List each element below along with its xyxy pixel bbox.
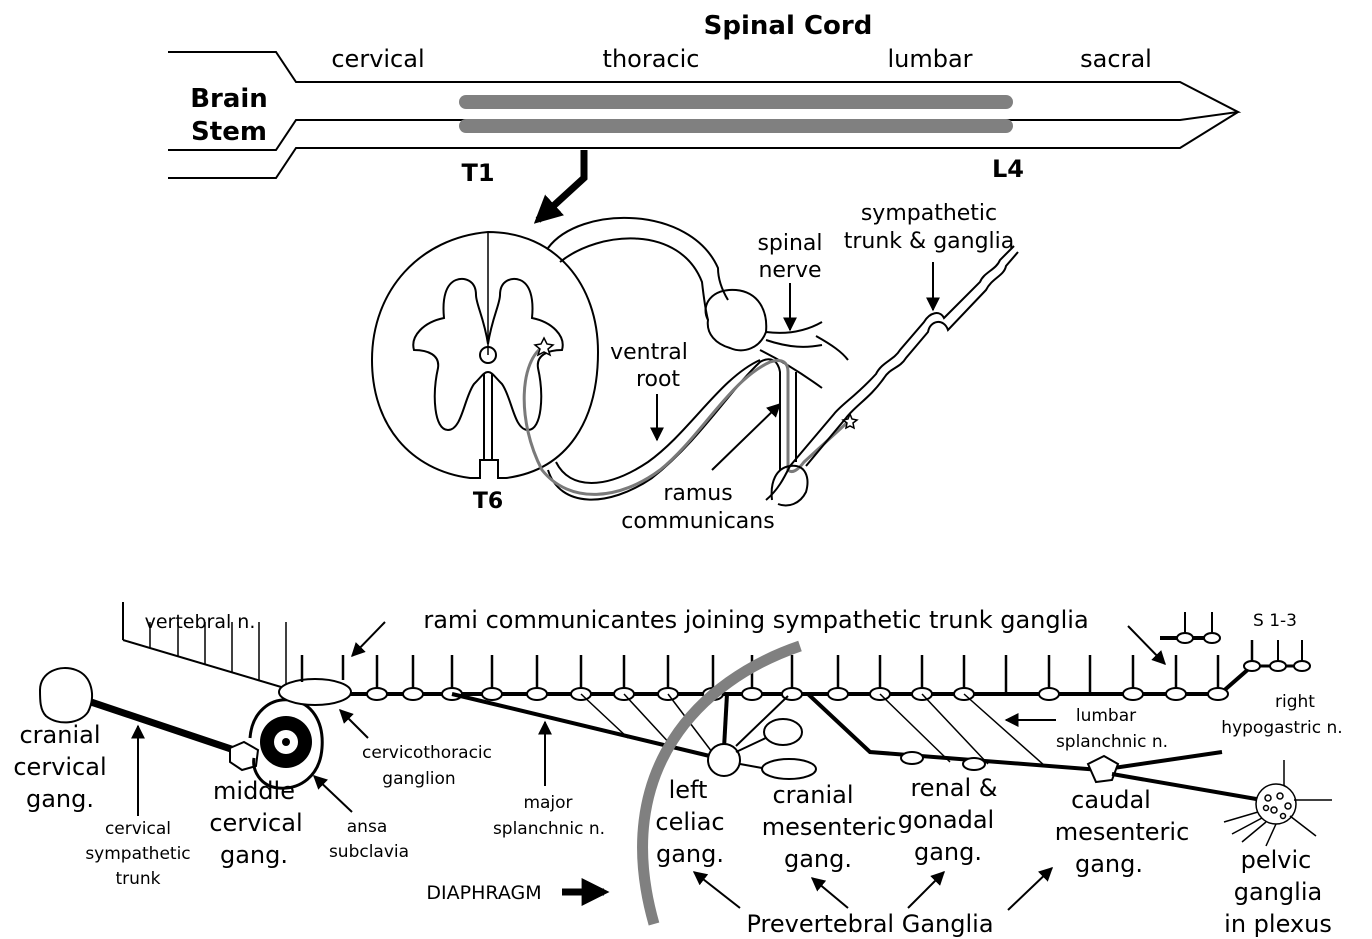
dorsal-root [548, 218, 728, 300]
left-celiac-label-line1: left [669, 776, 708, 804]
rami-communicantes [302, 640, 1252, 694]
spinal-nerve-body [760, 322, 848, 388]
left-celiac-label-line3: gang. [656, 840, 724, 868]
cranial-mesenteric-label-line1: cranial [772, 781, 853, 809]
lumbar-splanchnic-label-line1: lumbar [1076, 706, 1136, 726]
cervical-sympathetic-trunk-line [85, 700, 240, 752]
sacral-label: S 1-3 [1253, 611, 1297, 631]
segment-t6-label: T6 [473, 489, 503, 514]
prevertebral-ganglia-label: Prevertebral Ganglia [746, 910, 993, 938]
cervical-trunk-label-line1: cervical [105, 819, 171, 839]
caudal-mesenteric-label-line3: gang. [1075, 850, 1143, 878]
vertebral-n-label: vertebral n. [145, 611, 256, 633]
celiac-branch-1 [736, 736, 770, 752]
renal-gonadal-ganglion-1 [901, 752, 923, 764]
segment-l4-label: L4 [992, 155, 1024, 183]
pelvic-label-line2: ganglia [1234, 878, 1322, 906]
segment-t1-label: T1 [461, 159, 494, 187]
middle-cervical-label-line1: middle [213, 777, 295, 805]
region-cervical: cervical [331, 45, 424, 73]
pelvic-plexus [1224, 760, 1332, 846]
ansa-arrow [314, 776, 352, 812]
spinal-nerve-label-line2: nerve [758, 258, 821, 283]
cranial-cervical-label-line1: cranial [19, 721, 100, 749]
cranial-cervical-label-line3: gang. [26, 785, 94, 813]
ansa-label-line1: ansa [347, 817, 387, 837]
ventral-root-label-line2: root [636, 367, 680, 392]
left-celiac-ganglion [708, 744, 740, 776]
cervicothoracic-label-line1: cervicothoracic [362, 743, 492, 763]
rami-communicantes-label: rami communicantes joining sympathetic t… [423, 606, 1088, 634]
preganglionic-fiber [524, 346, 850, 494]
sympathetic-trunk-label-line2: trunk & ganglia [844, 229, 1015, 254]
region-sacral: sacral [1080, 45, 1152, 73]
cranial-cervical-label-line2: cervical [13, 753, 106, 781]
renal-gonadal-label-line2: gonadal [898, 806, 994, 834]
left-celiac-label-line2: celiac [655, 808, 724, 836]
celiac-branch-2 [740, 764, 762, 768]
prevertebral-arrow-1 [694, 872, 740, 908]
subclavian-center [282, 738, 290, 746]
splanchnic-branches [581, 694, 1045, 766]
sympathetic-trunk-chain [772, 246, 1018, 506]
pelvic-label-line3: in plexus [1224, 910, 1332, 938]
cranial-mesenteric-ganglion [764, 719, 802, 745]
prevertebral-arrow-3 [908, 872, 944, 908]
rami-arrow-left [352, 622, 385, 656]
cranial-cervical-ganglion [40, 668, 92, 722]
cranial-mesenteric-label-line3: gang. [784, 845, 852, 873]
renal-gonadal-ganglion-2 [963, 758, 985, 770]
cervicothoracic-arrow [340, 710, 368, 738]
cervicothoracic-label-line2: ganglion [382, 769, 455, 789]
diaphragm-label: DIAPHRAGM [426, 882, 541, 904]
t6-pointer-arrow [538, 150, 584, 220]
cranial-mesenteric-ganglion-2 [762, 759, 816, 779]
prevertebral-arrow-2 [812, 878, 848, 908]
ansa-label-line2: subclavia [329, 842, 409, 862]
ramus-arrow [712, 404, 780, 470]
right-hypogastric-label-line2: hypogastric n. [1221, 718, 1342, 738]
brain-stem-label-line1: Brain [190, 84, 268, 114]
renal-gonadal-label-line3: gang. [914, 838, 982, 866]
celiac-root [724, 694, 727, 748]
brain-stem-label-line2: Stem [191, 117, 267, 147]
cervical-trunk-label-line3: trunk [115, 869, 160, 889]
ramus-label-line2: communicans [621, 509, 774, 534]
cervical-trunk-label-line2: sympathetic [85, 844, 190, 864]
major-splanchnic-label-line1: major [523, 793, 572, 813]
prevertebral-arrow-4 [1008, 868, 1052, 910]
major-splanchnic-label-line2: splanchnic n. [493, 819, 605, 839]
dorsal-root-ganglion [706, 290, 767, 350]
lumbar-splanchnic-label-line2: splanchnic n. [1056, 732, 1168, 752]
caudal-mesenteric-label-line1: caudal [1071, 786, 1151, 814]
pelvic-label-line1: pelvic [1241, 846, 1312, 874]
region-lumbar: lumbar [887, 45, 972, 73]
cervicothoracic-ganglion [279, 679, 351, 705]
spinal-nerve-label-line1: spinal [757, 231, 822, 256]
middle-cervical-label-line3: gang. [220, 841, 288, 869]
renal-gonadal-label-line1: renal & [910, 774, 997, 802]
right-hypogastric-label-line1: right [1275, 692, 1315, 712]
spinal-cord-outline [168, 52, 1238, 178]
caudal-mesenteric-label-line2: mesenteric [1055, 818, 1190, 846]
middle-cervical-label-line2: cervical [209, 809, 302, 837]
ventral-root-label-line1: ventral [610, 340, 688, 365]
spinal-cord-title: Spinal Cord [704, 11, 873, 41]
cord-cross-section [372, 232, 598, 478]
cranial-mesenteric-label-line2: mesenteric [762, 813, 897, 841]
ramus-label-line1: ramus [663, 481, 732, 506]
region-thoracic: thoracic [603, 45, 700, 73]
caudal-mesenteric-ganglion [1088, 756, 1118, 782]
ventral-root-outer [560, 238, 708, 320]
sympathetic-trunk-label-line1: sympathetic [861, 201, 997, 226]
